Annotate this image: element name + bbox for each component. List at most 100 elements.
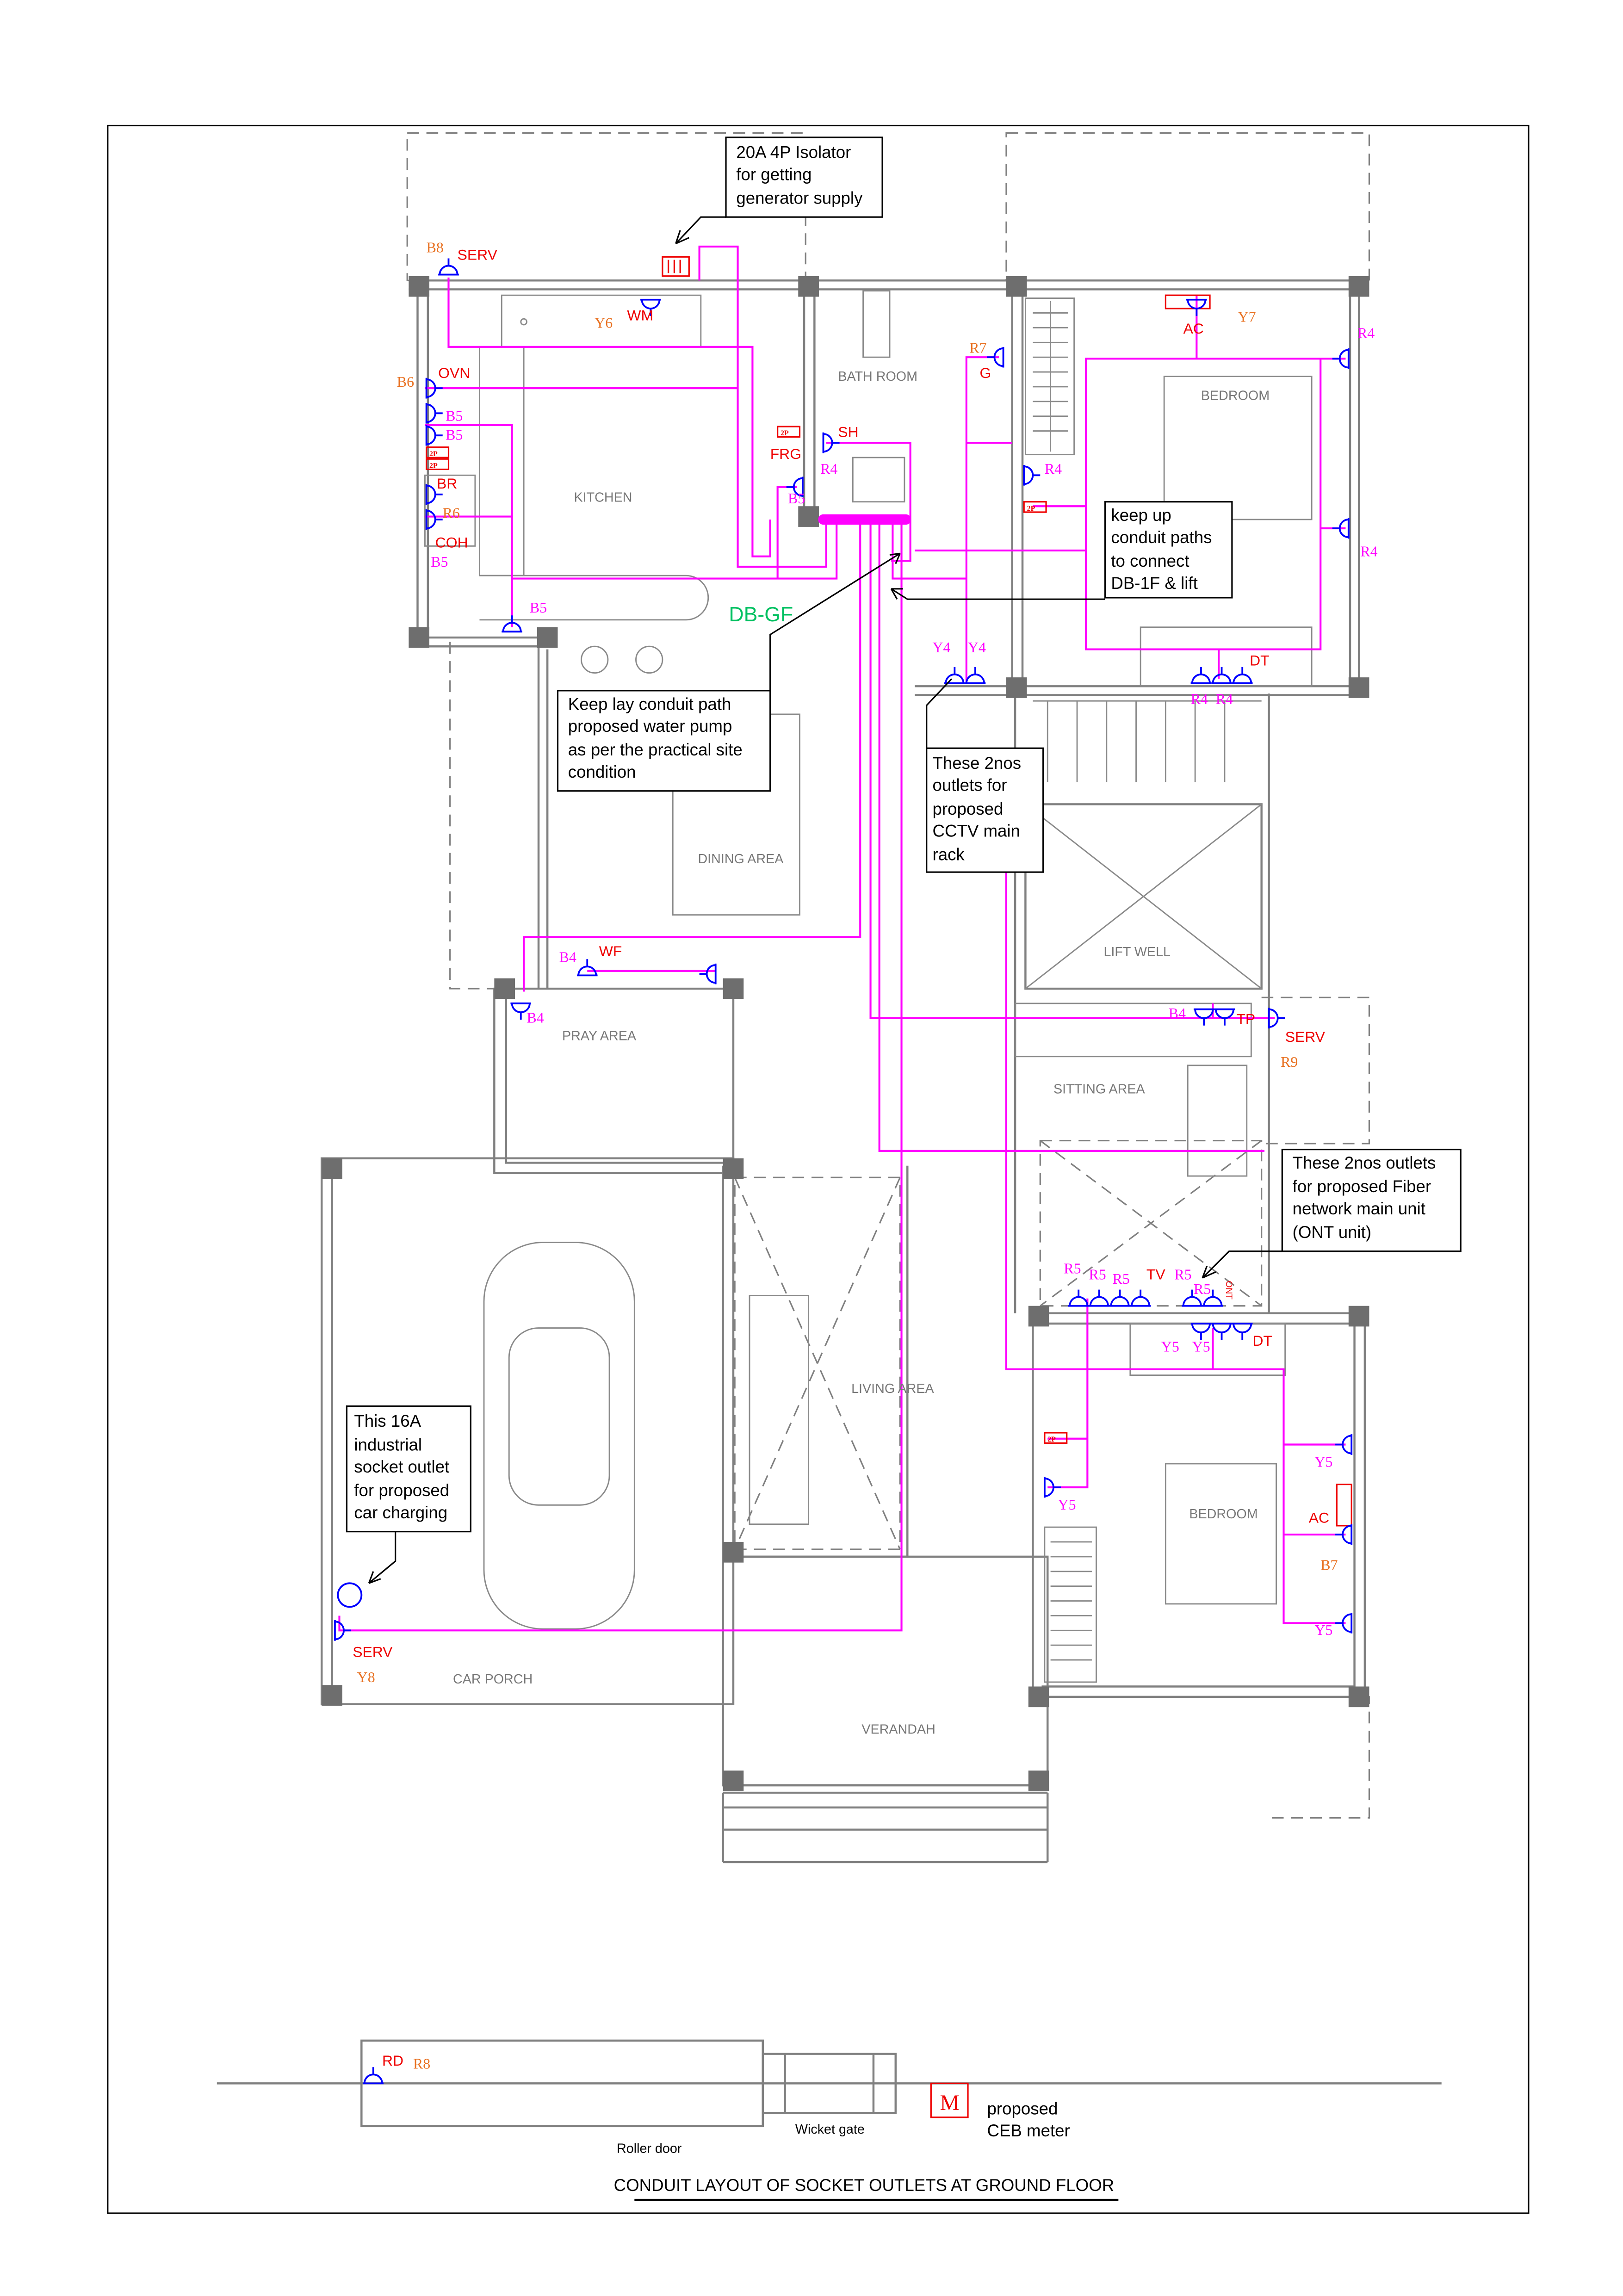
svg-text:rack: rack xyxy=(933,845,965,864)
socket-outlet-icon xyxy=(576,958,599,977)
svg-text:CAR PORCH: CAR PORCH xyxy=(453,1672,533,1687)
note-pump: Keep lay conduit path proposed water pum… xyxy=(557,552,901,792)
svg-text:(ONT unit): (ONT unit) xyxy=(1293,1223,1371,1242)
socket-outlet-icon xyxy=(1231,666,1254,684)
socket-outlet-icon xyxy=(1210,1323,1233,1341)
socket-outlet-icon xyxy=(501,614,523,633)
socket-outlet-icon xyxy=(1231,1323,1254,1341)
svg-text:Y4: Y4 xyxy=(968,639,986,656)
svg-text:TV: TV xyxy=(1146,1266,1165,1282)
svg-text:20A 4P Isolator: 20A 4P Isolator xyxy=(736,143,851,162)
socket-outlet-icon xyxy=(1129,1288,1152,1307)
sheet-border xyxy=(107,124,1530,2214)
svg-text:B8: B8 xyxy=(427,240,444,256)
svg-text:These 2nos: These 2nos xyxy=(933,754,1022,773)
svg-text:SERV: SERV xyxy=(458,247,498,263)
svg-text:BR: BR xyxy=(437,475,457,492)
dashed-outlines xyxy=(406,132,1370,1819)
svg-text:B5: B5 xyxy=(530,600,547,616)
svg-text:condition: condition xyxy=(568,762,636,781)
drawing-title: CONDUIT LAYOUT OF SOCKET OUTLETS AT GROU… xyxy=(614,2176,1115,2195)
devices xyxy=(337,256,1352,1608)
socket-outlet-icon xyxy=(1189,666,1213,684)
socket-outlet-icon xyxy=(1088,1288,1111,1307)
svg-text:R4: R4 xyxy=(1357,325,1375,341)
svg-text:industrial: industrial xyxy=(354,1435,422,1454)
note-cctv: These 2nos outlets for proposed CCTV mai… xyxy=(926,678,1044,873)
socket-outlet-icon xyxy=(1334,1523,1353,1546)
socket-outlet-icon xyxy=(334,1619,352,1642)
svg-text:Wicket gate: Wicket gate xyxy=(795,2122,865,2137)
svg-text:socket outlet: socket outlet xyxy=(354,1457,449,1476)
svg-text:for proposed: for proposed xyxy=(354,1481,449,1500)
svg-text:RD: RD xyxy=(382,2052,403,2069)
svg-text:Y5: Y5 xyxy=(1314,1622,1332,1638)
svg-text:SH: SH xyxy=(838,423,858,440)
meter-symbol: M xyxy=(940,2091,960,2115)
svg-text:R4: R4 xyxy=(1360,544,1377,560)
svg-text:B4: B4 xyxy=(559,949,576,965)
svg-text:R4: R4 xyxy=(820,461,837,477)
svg-text:to connect: to connect xyxy=(1111,551,1189,570)
svg-text:B7: B7 xyxy=(1320,1557,1338,1573)
svg-text:SERV: SERV xyxy=(353,1644,393,1660)
svg-text:keep up: keep up xyxy=(1111,506,1171,525)
isolator xyxy=(662,256,690,277)
svg-text:B4: B4 xyxy=(527,1009,544,1026)
svg-text:R5: R5 xyxy=(1194,1281,1211,1297)
breakers: 2P 2P 2P 2P 2P xyxy=(426,426,1068,1444)
outlet-labels: B8 SERV Y6 WM B6 OVN B5 B5 BR R6 COH B5 … xyxy=(353,240,1377,2072)
svg-text:DINING AREA: DINING AREA xyxy=(698,852,784,866)
svg-text:R6: R6 xyxy=(443,505,460,521)
furniture xyxy=(424,290,1313,1683)
ceb-meter-icon xyxy=(930,2082,969,2118)
svg-text:for proposed Fiber: for proposed Fiber xyxy=(1293,1177,1431,1196)
svg-text:R4: R4 xyxy=(1191,691,1208,707)
svg-text:AC: AC xyxy=(1183,320,1204,337)
svg-text:TP: TP xyxy=(1236,1011,1255,1027)
note-isolator: 20A 4P Isolator for getting generator su… xyxy=(675,136,883,245)
conduit-runs xyxy=(338,245,1346,1632)
svg-text:R7: R7 xyxy=(969,340,986,356)
svg-text:R9: R9 xyxy=(1281,1054,1298,1070)
svg-text:Y4: Y4 xyxy=(933,639,951,656)
svg-text:COH: COH xyxy=(435,534,468,551)
svg-text:Roller door: Roller door xyxy=(617,2141,682,2156)
svg-text:SERV: SERV xyxy=(1285,1028,1326,1045)
walls xyxy=(217,279,1442,2128)
socket-outlet-icon xyxy=(1334,1612,1353,1634)
svg-text:B5: B5 xyxy=(788,490,805,507)
svg-text:BEDROOM: BEDROOM xyxy=(1201,389,1270,403)
svg-text:2P: 2P xyxy=(1047,1436,1056,1443)
room-labels: KITCHEN BATH ROOM BEDROOM DINING AREA LI… xyxy=(453,369,1270,1737)
svg-text:R5: R5 xyxy=(1064,1261,1081,1277)
socket-outlet-icon xyxy=(437,257,460,276)
svg-text:as per the practical site: as per the practical site xyxy=(568,740,743,759)
svg-text:DB-1F & lift: DB-1F & lift xyxy=(1111,574,1197,593)
svg-text:OVN: OVN xyxy=(438,365,470,381)
car xyxy=(483,1242,635,1630)
svg-text:proposed: proposed xyxy=(987,2099,1058,2118)
svg-text:R4: R4 xyxy=(1216,691,1233,707)
svg-text:AC: AC xyxy=(1309,1510,1329,1526)
svg-text:SITTING AREA: SITTING AREA xyxy=(1053,1082,1146,1097)
svg-text:CCTV main: CCTV main xyxy=(933,822,1020,841)
svg-text:CEB meter: CEB meter xyxy=(987,2121,1070,2140)
socket-outlet-icon xyxy=(362,2066,385,2085)
svg-text:WM: WM xyxy=(627,307,653,323)
socket-outlet-icon xyxy=(1210,666,1233,684)
svg-text:for getting: for getting xyxy=(736,165,812,184)
svg-text:FRG: FRG xyxy=(770,446,801,462)
svg-text:2P: 2P xyxy=(781,429,789,437)
db-gf-label: DB-GF xyxy=(729,603,793,626)
socket-outlet-icon xyxy=(822,431,841,454)
svg-text:Keep lay conduit path: Keep lay conduit path xyxy=(568,694,731,713)
columns xyxy=(322,276,1369,1791)
svg-text:R5: R5 xyxy=(1175,1266,1192,1282)
ev-socket xyxy=(337,1582,363,1608)
svg-text:generator supply: generator supply xyxy=(736,188,863,207)
socket-outlet-icon xyxy=(698,962,717,985)
socket-outlet-icon xyxy=(1109,1288,1131,1307)
socket-outlet-icon xyxy=(964,666,987,684)
svg-text:Y5: Y5 xyxy=(1192,1339,1210,1355)
